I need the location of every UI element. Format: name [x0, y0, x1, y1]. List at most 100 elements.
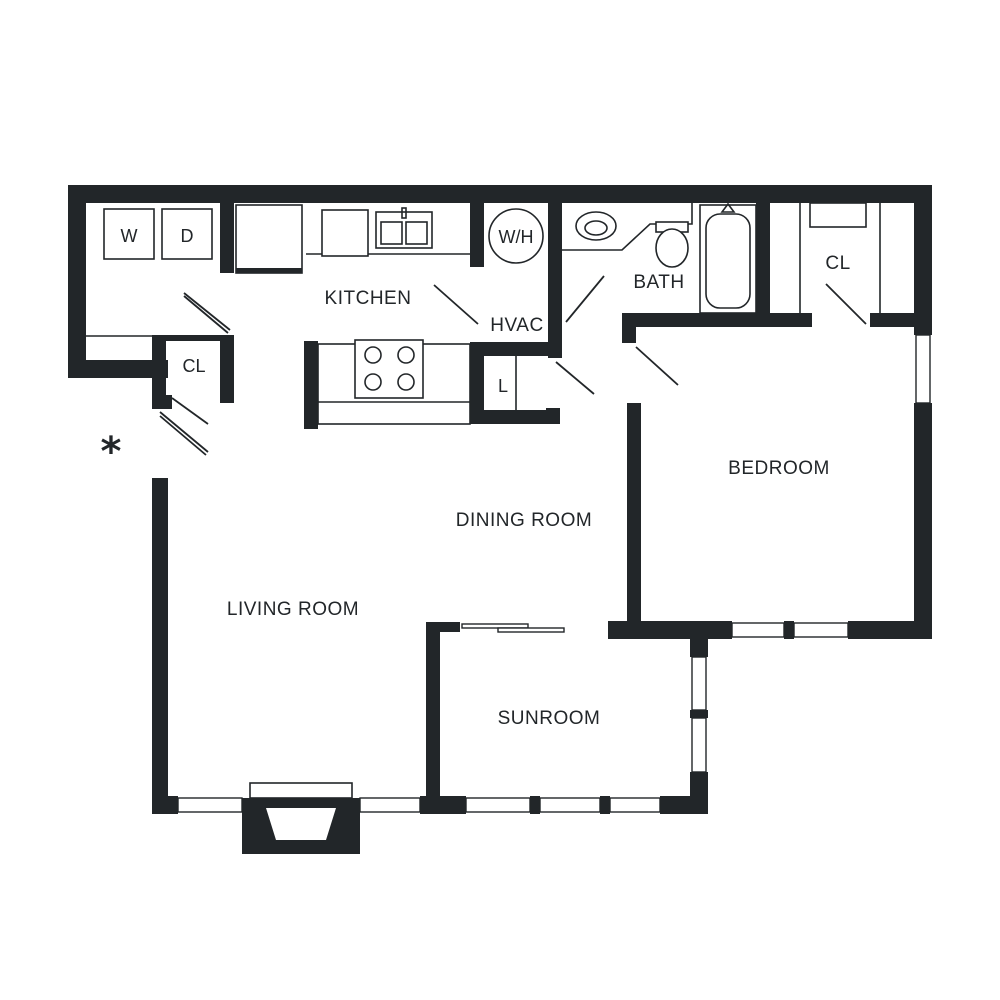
fireplace-hearth: [249, 782, 353, 799]
window-sun-b3: [609, 797, 661, 813]
door-laundry: [183, 292, 231, 331]
wall-living-left: [152, 478, 168, 814]
windows: [177, 334, 931, 813]
kitchen-faucet: [401, 207, 407, 219]
washer-label: W: [121, 226, 138, 246]
wall-wh-bath: [548, 203, 562, 358]
wall-left-upper: [68, 185, 86, 378]
slider-sunroom-b: [497, 627, 565, 633]
fixtures: [86, 202, 881, 429]
refrigerator: [235, 204, 303, 274]
wall-sunroom-bottom-p2: [600, 796, 610, 814]
window-living-2: [359, 797, 421, 813]
wall-laundry-bottom: [68, 360, 168, 378]
walls: [68, 185, 932, 854]
burner-4: [397, 373, 415, 391]
wall-top: [68, 185, 932, 203]
wall-sunroom-top-left: [426, 622, 460, 632]
wall-entry-closet-left: [152, 335, 166, 409]
kitchen-label: KITCHEN: [325, 288, 412, 309]
wall-bath-stub: [622, 313, 636, 343]
labels: W D W/H KITCHEN HVAC BATH CL CL L BEDROO…: [101, 226, 851, 729]
wall-sunroom-bottom-left: [420, 796, 466, 814]
washer: [103, 208, 155, 260]
wall-right-upper: [914, 185, 932, 335]
bedroom-label: BEDROOM: [728, 458, 830, 479]
wall-sunroom-right-top: [690, 621, 708, 657]
door-entry-closet: [171, 397, 209, 425]
window-sun-b2: [539, 797, 601, 813]
wall-linen-right: [546, 408, 560, 424]
wall-sunroom-left: [426, 622, 440, 814]
living-room-label: LIVING ROOM: [227, 599, 359, 620]
door-bath: [565, 275, 605, 323]
door-linen: [555, 361, 595, 395]
fireplace: [242, 798, 360, 854]
wall-entry-closet-right: [220, 335, 234, 403]
door-front-1: [159, 411, 209, 453]
wall-bath-bottom: [622, 313, 812, 327]
hvac-label: HVAC: [490, 315, 543, 336]
wall-bedroom-bottom-right: [848, 621, 932, 639]
window-sun-r2: [691, 717, 707, 773]
dining-room-label: DINING ROOM: [456, 510, 592, 531]
wall-bedroom-left: [627, 403, 641, 633]
wall-tub-right: [756, 203, 770, 315]
burner-1: [364, 346, 382, 364]
kitchen-sink-right-basin: [405, 221, 428, 245]
water-heater-label: W/H: [499, 227, 534, 247]
dryer-label: D: [181, 226, 194, 246]
window-bed-r: [915, 334, 931, 404]
wall-hvac-left: [470, 342, 484, 424]
cooktop: [354, 339, 424, 399]
window-sun-b1: [465, 797, 531, 813]
peninsula-end: [304, 341, 318, 429]
wall-right-lower: [914, 403, 932, 639]
bath-sink: [575, 211, 617, 241]
wall-linen-bottom: [470, 410, 560, 424]
wall-entry-stub: [158, 395, 172, 409]
closet-shelf: [809, 202, 867, 228]
doors: [159, 275, 867, 633]
bath-sink-bowl: [584, 220, 608, 236]
wall-living-bottom-left: [152, 796, 178, 814]
wall-sunroom-bottom-right: [660, 796, 708, 814]
wall-laundry-divider: [220, 203, 234, 273]
door-hvac: [433, 284, 479, 325]
dishwasher: [321, 209, 369, 257]
water-heater: [488, 208, 544, 264]
bath-label: BATH: [633, 272, 684, 293]
entry-closet-label: CL: [182, 356, 205, 376]
sunroom-label: SUNROOM: [498, 708, 601, 729]
burner-2: [397, 346, 415, 364]
kitchen-sink-left-basin: [380, 221, 403, 245]
wall-bedroom-bottom-left: [608, 621, 732, 639]
linen-label: L: [498, 376, 508, 396]
window-sun-r1: [691, 656, 707, 711]
wall-sunroom-bottom-p1: [530, 796, 540, 814]
door-front-2: [159, 415, 207, 456]
wall-bedroom-bottom-mid: [784, 621, 794, 639]
slider-sunroom-a: [461, 623, 529, 629]
bedroom-closet-label: CL: [825, 253, 850, 274]
kitchen-sink: [375, 211, 433, 249]
wall-hvac-top: [470, 342, 560, 356]
window-living-1: [177, 797, 243, 813]
window-bed-b1: [731, 622, 785, 638]
wall-sunroom-right-mid: [690, 710, 708, 718]
bathtub-basin: [705, 213, 751, 309]
toilet-bowl: [655, 228, 689, 268]
wall-entry-closet-bottom-right: [220, 393, 234, 403]
door-laundry-b: [183, 295, 229, 334]
bathtub-drain: [720, 202, 736, 213]
refrigerator-base: [236, 268, 302, 273]
bath-vanity: [562, 203, 693, 251]
dryer: [161, 208, 213, 260]
entry-marker: *: [101, 429, 122, 475]
wall-entry-closet-top: [152, 335, 234, 341]
wall-kitchen-wh: [470, 203, 484, 267]
door-bedroom: [635, 346, 679, 386]
door-bed-closet: [825, 283, 867, 325]
window-bed-b2: [793, 622, 849, 638]
